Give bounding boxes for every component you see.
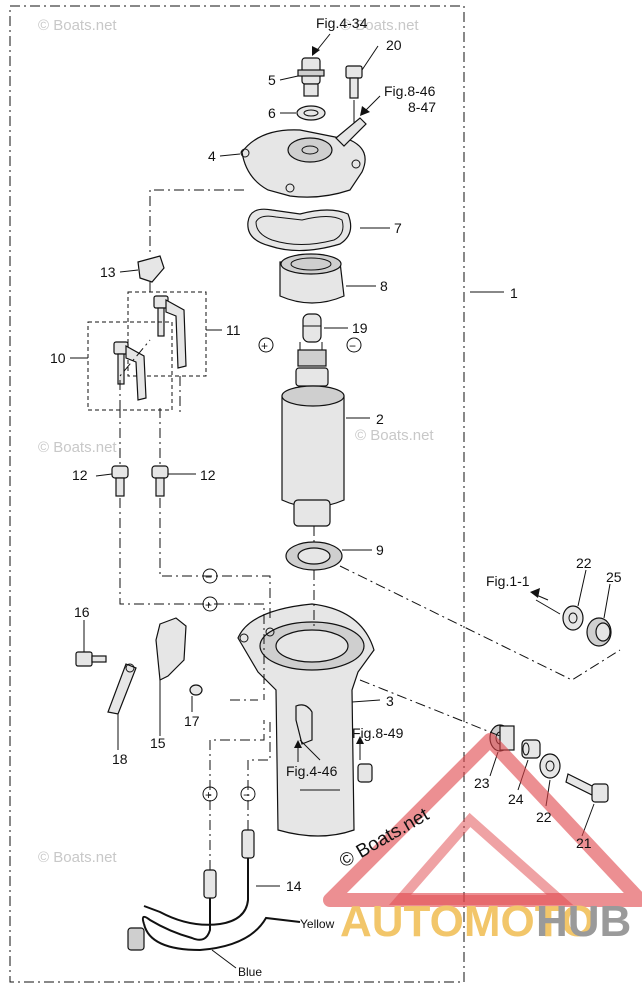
part-12-cap-right[interactable] [151,465,169,497]
label-part-2: 2 [376,411,384,427]
watermark-bottom-left: © Boats.net [38,849,117,866]
label-part-19: 19 [352,320,368,336]
watermark-top-right: © Boats.net [340,17,419,34]
label-part-15: 15 [150,735,166,751]
part-15-bracket[interactable] [155,617,187,681]
label-part-25: 25 [606,569,622,585]
part-8-retainer-nut[interactable] [279,253,345,304]
label-fig-8-49: Fig.8-49 [352,725,404,741]
part-10-group-box [87,321,173,411]
leader-lines [70,45,611,887]
svg-text:−: − [243,788,250,802]
watermark-mid-right: © Boats.net [355,427,434,444]
part-2-fuel-pump[interactable] [281,342,345,527]
label-part-1: 1 [510,285,518,301]
label-part-8: 8 [380,278,388,294]
label-part-16: 16 [74,604,90,620]
figure-arrows [294,33,549,762]
label-wire-yellow: Yellow [300,917,335,931]
svg-text:+: + [205,788,212,802]
part-17-washer[interactable] [189,684,203,696]
watermark-mid-left: © Boats.net [38,439,117,456]
polarity-plus-mid: + [202,596,218,612]
brand-text-automoto: AUTOMOTO [340,897,595,946]
label-part-17: 17 [184,713,200,729]
svg-text:+: + [261,339,268,353]
brand-text-hub: HUB [536,897,631,946]
label-part-5: 5 [268,72,276,88]
label-part-24: 24 [508,791,524,807]
label-part-4: 4 [208,148,216,164]
part-6-o-ring[interactable] [296,105,326,121]
label-part-11: 11 [226,322,241,338]
svg-text:+: + [205,598,212,612]
label-wire-blue: Blue [238,965,262,979]
part-3-housing[interactable] [237,603,375,837]
part-25-grommet[interactable] [586,617,612,647]
label-part-12-left: 12 [72,467,88,483]
part-4-cover[interactable] [240,117,367,198]
automotohub-logo: AUTOMOTO HUB [323,733,642,946]
assembly-boundary [9,5,465,983]
svg-text:−: − [349,339,356,353]
part-11-terminal[interactable] [153,295,187,369]
label-part-13: 13 [100,264,116,280]
routing-lines [119,189,621,870]
part-22-washer-lower[interactable] [539,753,561,779]
label-part-10: 10 [50,350,66,366]
label-part-3: 3 [386,693,394,709]
polarity-minus-mid: − [202,568,218,584]
part-24-collar[interactable] [521,739,541,759]
label-fig-4-46: Fig.4-46 [286,763,338,779]
part-21-bolt[interactable] [565,773,609,803]
label-part-22-lower: 22 [536,809,552,825]
label-part-21: 21 [576,835,592,851]
part-10-terminal[interactable] [113,341,147,401]
label-part-12-right: 12 [200,467,216,483]
polarity-minus-bottom: − [240,786,256,802]
part-19-connector[interactable] [302,313,322,343]
label-part-22-upper: 22 [576,555,592,571]
label-part-23: 23 [474,775,490,791]
label-fig-8-47: 8-47 [408,99,436,115]
label-fig-8-46: Fig.8-46 [384,83,436,99]
part-13-cap[interactable] [137,255,165,283]
label-part-20: 20 [386,37,402,53]
polarity-plus-bottom: + [202,786,218,802]
label-fig-1-1: Fig.1-1 [486,573,530,589]
part-20-screw[interactable] [345,65,363,135]
label-part-18: 18 [112,751,128,767]
watermark-top-left: © Boats.net [38,17,117,34]
part-11-group-box [127,291,207,377]
svg-text:−: − [205,570,212,584]
part-12-cap-left[interactable] [111,465,129,497]
polarity-plus-top: + [258,337,274,353]
part-22-washer-upper[interactable] [562,605,584,631]
part-14-wire-harness[interactable] [127,829,301,952]
part-9-seal-ring[interactable] [285,541,343,571]
label-part-6: 6 [268,105,276,121]
part-16-bolt[interactable] [75,651,107,667]
polarity-minus-top: − [346,337,362,353]
label-part-14: 14 [286,878,302,894]
label-part-7: 7 [394,220,402,236]
part-5-fitting[interactable] [297,57,325,97]
label-fig-4-34: Fig.4-34 [316,15,368,31]
label-part-9: 9 [376,542,384,558]
